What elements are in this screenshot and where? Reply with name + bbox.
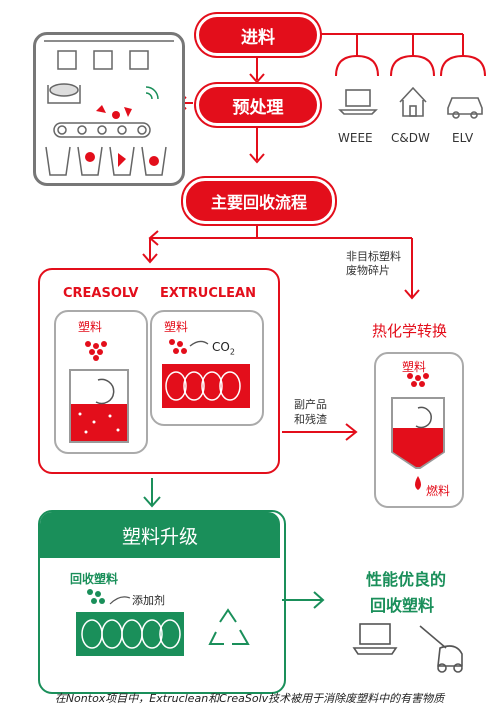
source-cdw: C&DW xyxy=(391,131,430,145)
input-node: 进料 xyxy=(196,14,320,56)
preprocess-illustration xyxy=(44,40,174,176)
upgrade-header: 塑料升级 xyxy=(40,512,280,558)
co2-label: CO2 xyxy=(212,340,235,356)
vacuum-icon xyxy=(419,625,447,649)
main-process-panel xyxy=(38,268,280,474)
fuel-label: 燃料 xyxy=(426,484,451,498)
source-weee: WEEE xyxy=(338,131,373,145)
figure-caption: 在Nontox项目中，Extruclean和CreaSolv技术被用于消除废塑料… xyxy=(54,692,445,705)
creasolv-illustration xyxy=(69,341,129,443)
extruclean-illustration xyxy=(162,339,250,408)
thermochemical-illustration xyxy=(391,373,445,490)
car-icon xyxy=(447,97,483,115)
source-elv: ELV xyxy=(452,131,474,145)
source-icons xyxy=(338,86,483,119)
input-label: 进料 xyxy=(241,27,275,48)
co2-sub: 2 xyxy=(229,347,235,357)
creasolv-plastic-label: 塑料 xyxy=(78,320,103,334)
byproduct-label: 副产品 xyxy=(294,398,327,411)
result-icons xyxy=(352,623,463,673)
co2-base: CO xyxy=(212,340,230,354)
thermo-plastic-label: 塑料 xyxy=(402,360,427,374)
upgrade-title: 塑料升级 xyxy=(121,525,198,548)
thermochemical-title: 热化学转换 xyxy=(372,322,448,340)
extruclean-plastic-label: 塑料 xyxy=(164,320,189,334)
preprocess-label: 预处理 xyxy=(232,97,284,118)
preprocess-panel xyxy=(33,32,185,186)
additive-label: 添加剂 xyxy=(132,594,165,607)
laptop-icon xyxy=(359,623,391,645)
result-line-1: 性能优良的 xyxy=(366,570,447,589)
upgrade-illustration xyxy=(76,589,250,656)
result-line-2: 回收塑料 xyxy=(370,596,435,615)
recycled-plastic-label: 回收塑料 xyxy=(70,572,119,586)
extruclean-title: EXTRUCLEAN xyxy=(160,286,256,301)
main-recycling-node: 主要回收流程 xyxy=(183,178,335,224)
preprocess-node: 预处理 xyxy=(196,84,320,126)
non-target-label: 非目标塑料 xyxy=(346,250,401,263)
laptop-icon xyxy=(345,89,371,107)
non-target-label-2: 废物碎片 xyxy=(346,264,390,277)
recycle-icon xyxy=(208,608,250,645)
upgrade-panel xyxy=(38,510,286,694)
byproduct-label-2: 和残渣 xyxy=(294,413,327,426)
creasolv-title: CREASOLV xyxy=(63,286,139,301)
house-icon xyxy=(399,86,427,117)
main-recycling-label: 主要回收流程 xyxy=(210,193,307,212)
